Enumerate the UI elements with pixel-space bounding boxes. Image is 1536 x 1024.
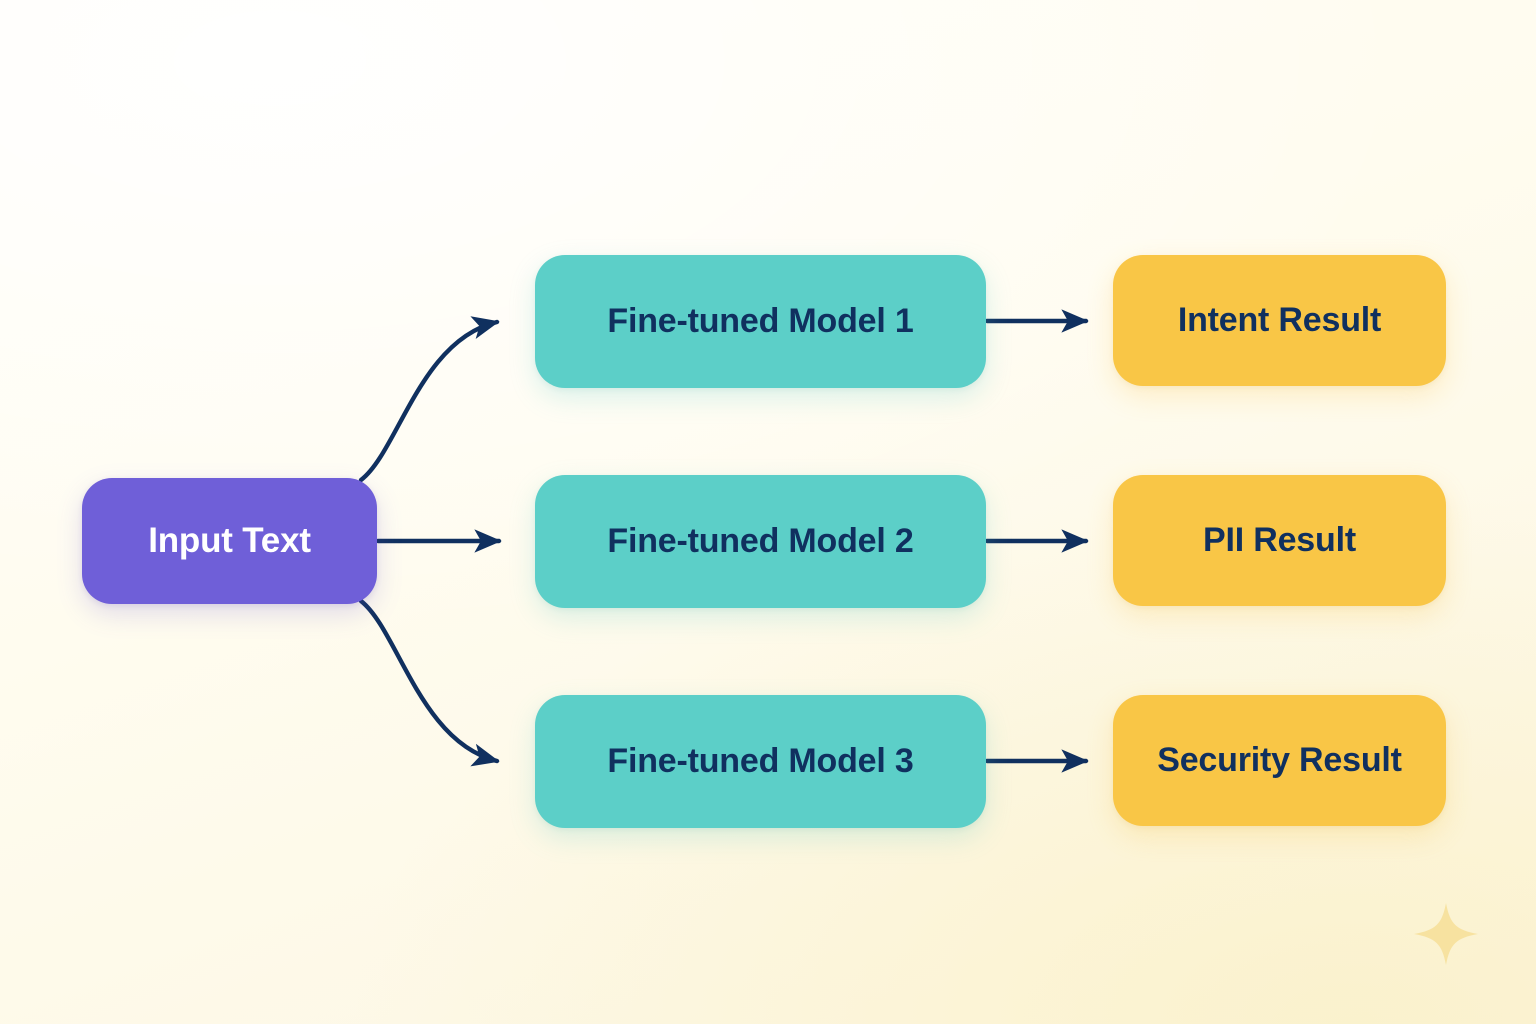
node-fine-tuned-model-3[interactable]: Fine-tuned Model 3 [535, 695, 986, 828]
node-input-text[interactable]: Input Text [82, 478, 377, 604]
edge-input-to-model-3 [358, 598, 500, 767]
sparkle-icon [1414, 903, 1478, 965]
node-security-result[interactable]: Security Result [1113, 695, 1446, 826]
node-intent-result[interactable]: Intent Result [1113, 255, 1446, 386]
node-fine-tuned-model-1[interactable]: Fine-tuned Model 1 [535, 255, 986, 388]
node-fine-tuned-model-1-label: Fine-tuned Model 1 [607, 301, 914, 340]
node-pii-result-label: PII Result [1203, 520, 1356, 559]
node-security-result-label: Security Result [1157, 740, 1402, 779]
edge-input-to-model-1 [358, 316, 500, 483]
node-fine-tuned-model-3-label: Fine-tuned Model 3 [607, 741, 914, 780]
node-input-text-label: Input Text [148, 520, 311, 560]
node-fine-tuned-model-2-label: Fine-tuned Model 2 [607, 521, 914, 560]
node-fine-tuned-model-2[interactable]: Fine-tuned Model 2 [535, 475, 986, 608]
node-pii-result[interactable]: PII Result [1113, 475, 1446, 606]
node-intent-result-label: Intent Result [1177, 300, 1382, 339]
